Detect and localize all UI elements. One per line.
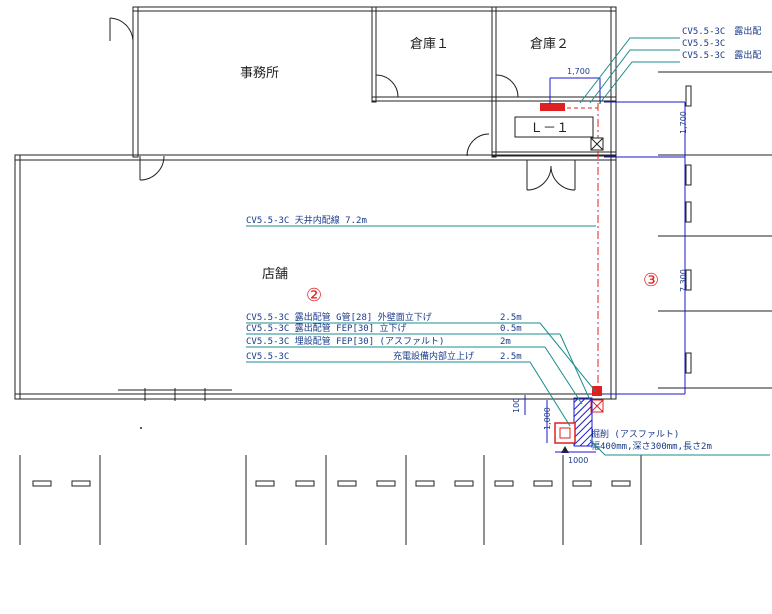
dim-right-big: 7,300 (679, 269, 688, 292)
dim-left-100: 100 (512, 398, 521, 413)
dim-bottom-1000: 1000 (568, 456, 588, 465)
panel-l1-label: Ｌ－１ (530, 121, 569, 136)
dim-left-1000: 1,000 (543, 407, 552, 430)
excavation-label-2: 幅400mm,深さ300mm,長さ2m (591, 440, 712, 452)
legend-line-2: CV5.5-3C (682, 39, 725, 49)
marker-two: ② (306, 285, 322, 306)
marker-three: ③ (643, 270, 659, 291)
office-walls (109, 6, 617, 181)
cable-run-3-length: 2m (500, 337, 511, 347)
excavation-label-1: 掘削 (アスファルト) (591, 428, 679, 440)
dim-right-small: 1,700 (679, 111, 688, 134)
breaker-marker (540, 103, 565, 111)
cable-run-3-label: CV5.5-3C 埋設配管 FEP[30] (アスファルト) (246, 335, 444, 347)
cable-run-1-length: 2.5m (500, 313, 522, 323)
dim-top: 1,700 (567, 67, 590, 76)
legend-line-3: CV5.5-3C 露出配 (682, 49, 761, 61)
parking-right (658, 71, 772, 389)
shop-walls (14, 154, 617, 401)
room-storage1: 倉庫１ (410, 37, 449, 52)
cable-run-4-extra: 充電設備内部立上げ (393, 350, 474, 362)
excavation-area (573, 397, 593, 447)
legend-line-1: CV5.5-3C 露出配 (682, 25, 761, 37)
cable-run-4-label: CV5.5-3C (246, 352, 289, 362)
panel-l1-box (514, 116, 594, 138)
cable-run-2-label: CV5.5-3C 露出配管 FEP[30] 立下げ (246, 322, 407, 334)
room-office: 事務所 (240, 66, 279, 81)
cable-run-2-length: 0.5m (500, 324, 522, 334)
ceiling-run-label: CV5.5-3C 天井内配線 7.2m (246, 214, 367, 226)
room-storage2: 倉庫２ (530, 37, 569, 52)
riser-marker (592, 386, 602, 396)
room-shop: 店舗 (262, 267, 288, 282)
cable-run-1-label: CV5.5-3C 露出配管 G管[28] 外壁面立下げ (246, 311, 432, 323)
charger-box (554, 422, 576, 444)
cable-run-4-length: 2.5m (500, 352, 522, 362)
parking-bottom (19, 455, 642, 545)
